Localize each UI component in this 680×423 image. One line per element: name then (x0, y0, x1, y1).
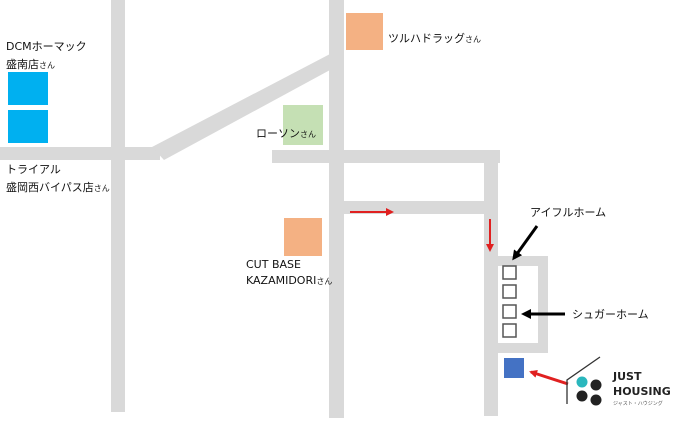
dcm-building-upper (8, 72, 48, 105)
logo-dot-teal (576, 376, 588, 388)
lot-1 (502, 265, 517, 280)
model-home-lots (502, 265, 517, 338)
trial-label-suffix: さん (94, 184, 110, 193)
sugar-label: シュガーホーム (572, 308, 649, 321)
logo-roof-outline (566, 356, 601, 404)
svg-text:ツルハドラッグさん: ツルハドラッグさん (388, 31, 481, 45)
road-east-vertical (484, 150, 498, 416)
logo-dot-1 (590, 379, 602, 391)
logo-dot-3 (590, 394, 602, 406)
trial-label-line1: トライアル (6, 163, 61, 176)
road-diagonal (152, 54, 330, 160)
svg-text:盛岡西バイパス店さん: 盛岡西バイパス店さん (6, 180, 110, 194)
dcm-building-lower (8, 110, 48, 143)
logo-line2: HOUSING (613, 385, 671, 398)
black-arrow-aiful (512, 225, 539, 261)
cut-base-building (284, 218, 322, 256)
svg-text:ジャスト・ハウジング: ジャスト・ハウジング (613, 400, 663, 407)
tsuruha-building (346, 13, 383, 50)
red-arrow-to-target (529, 370, 569, 386)
roads (0, 0, 548, 418)
lawson-label: ローソン (256, 127, 300, 140)
logo-line1: JUST (612, 370, 642, 383)
dcm-label-suffix: さん (39, 61, 55, 70)
svg-text:盛南店さん: 盛南店さん (6, 57, 55, 71)
dcm-label-line2: 盛南店 (6, 57, 39, 71)
lawson-label-suffix: さん (300, 130, 316, 139)
cut-base-label-line2: KAZAMIDORI (246, 274, 316, 287)
lawson-building (283, 105, 323, 145)
road-south-horizontal (344, 201, 484, 214)
trial-label-line2: 盛岡西バイパス店 (6, 180, 94, 194)
logo-dot-2 (576, 390, 588, 402)
just-housing-logo: JUST HOUSING ジャスト・ハウジング (566, 356, 671, 407)
road-central-vertical (329, 0, 344, 418)
cut-base-label-line1: CUT BASE (246, 258, 301, 271)
lot-3 (502, 304, 517, 319)
tsuruha-label-suffix: さん (465, 35, 481, 44)
logo-sub: ジャスト・ハウジング (613, 400, 663, 407)
cut-base-label-suffix: さん (316, 277, 332, 286)
road-west-horizontal (0, 147, 160, 160)
svg-text:KAZAMIDORIさん: KAZAMIDORIさん (246, 274, 332, 287)
svg-text:トライアル: トライアル (6, 163, 61, 176)
tsuruha-label: ツルハドラッグ (388, 31, 465, 45)
svg-text:HOUSING: HOUSING (613, 385, 671, 398)
aiful-label: アイフルホーム (530, 206, 606, 219)
svg-text:アイフルホーム: アイフルホーム (530, 206, 606, 219)
lot-2 (502, 284, 517, 299)
lot-4 (502, 323, 517, 338)
svg-text:CUT BASE: CUT BASE (246, 258, 301, 271)
road-lot-bottom (498, 343, 548, 353)
svg-text:ローソンさん: ローソンさん (256, 127, 316, 140)
road-west-vertical (111, 0, 125, 412)
road-lot-top (498, 256, 548, 266)
svg-text:シュガーホーム: シュガーホーム (572, 308, 649, 321)
svg-text:JUST: JUST (612, 370, 642, 383)
just-housing-building (504, 358, 524, 378)
dcm-label-line1: DCMホーマック (6, 40, 87, 53)
road-east-horizontal (272, 150, 500, 163)
svg-text:DCMホーマック: DCMホーマック (6, 40, 87, 53)
road-lot-right (538, 256, 548, 353)
